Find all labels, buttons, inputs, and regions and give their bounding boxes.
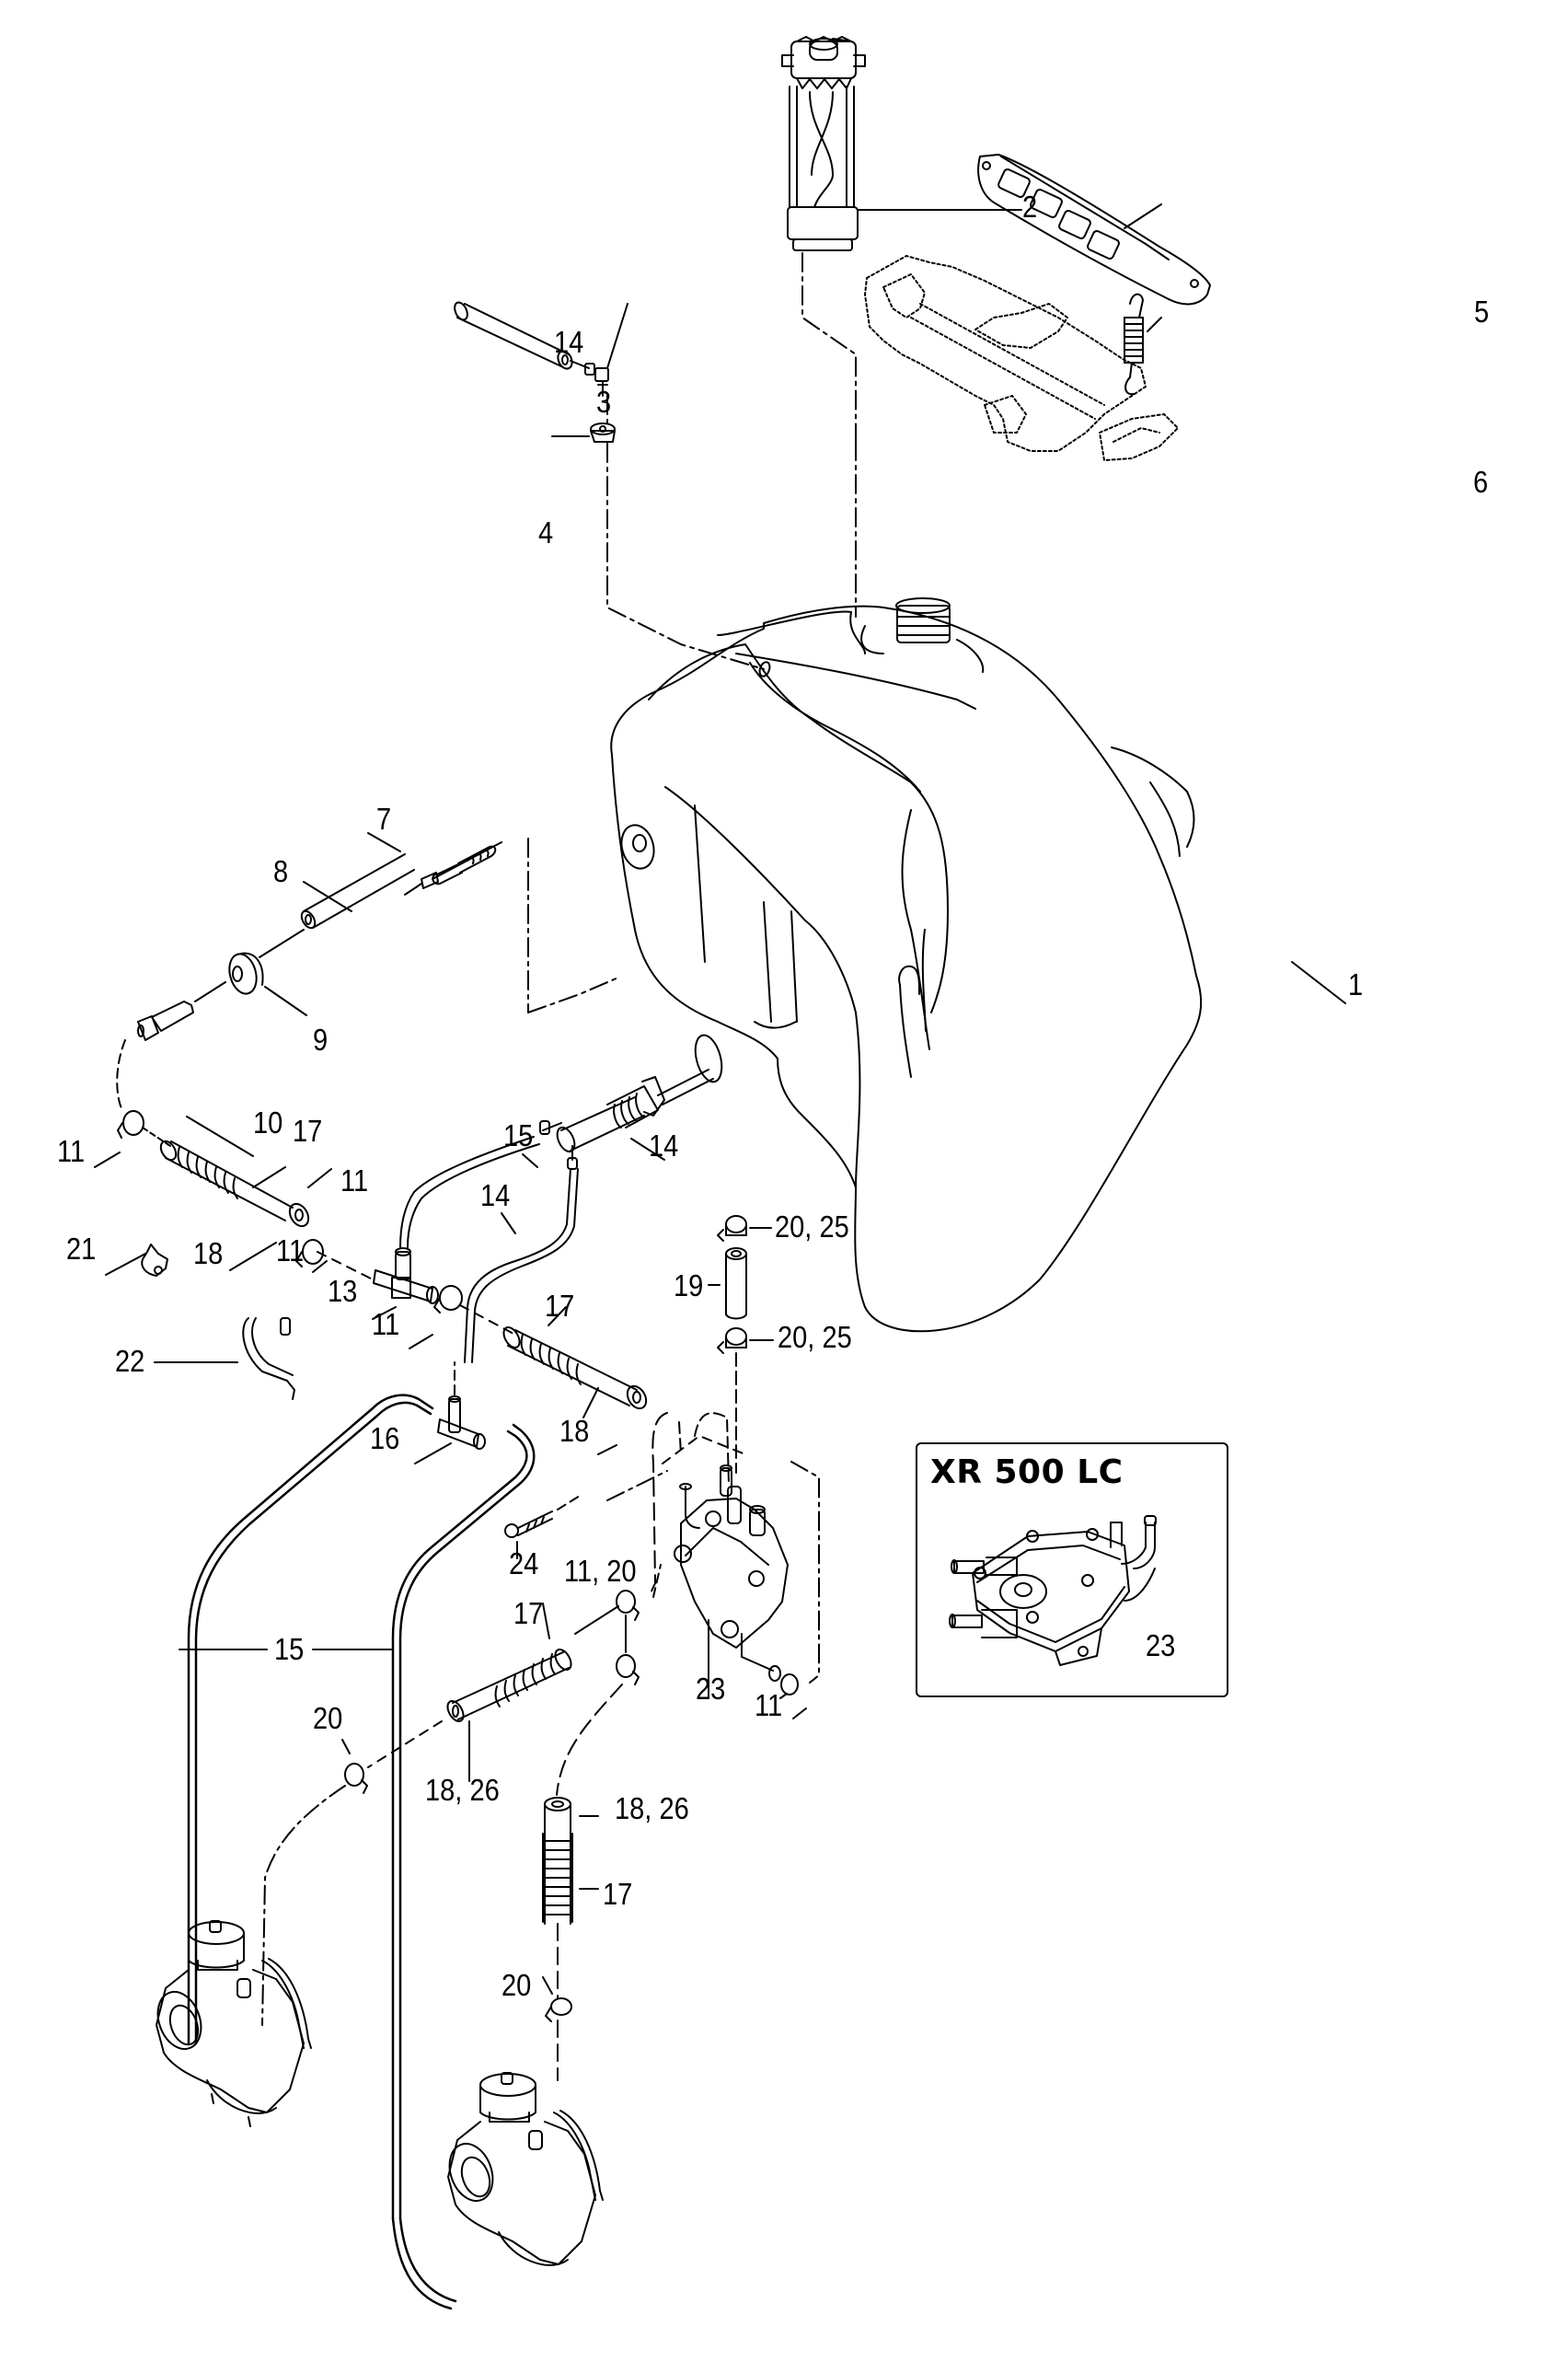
callout-17-lower: 17 xyxy=(513,1596,544,1630)
callout-7: 7 xyxy=(376,802,392,836)
callout-11-20: 11, 20 xyxy=(564,1554,637,1588)
callout-8: 8 xyxy=(273,854,289,888)
callout-10: 10 xyxy=(253,1105,283,1140)
primer-assembly xyxy=(539,1034,723,1170)
callout-20-lower: 20 xyxy=(313,1701,343,1735)
callout-12: 13 xyxy=(328,1274,358,1308)
callout-6: 6 xyxy=(1473,465,1489,499)
callout-19: 19 xyxy=(674,1268,704,1302)
callout-11-left: 11 xyxy=(57,1134,86,1168)
callout-22: 22 xyxy=(115,1344,145,1378)
mid-hose-assembly xyxy=(295,1136,579,1363)
callout-11-clamp: 11 xyxy=(276,1233,305,1267)
callout-18-26-left: 18, 26 xyxy=(425,1773,500,1807)
tank-strap xyxy=(977,154,1211,306)
callout-11-mid: 11 xyxy=(340,1163,369,1198)
spring xyxy=(1124,293,1162,396)
left-hose-assembly xyxy=(117,1110,310,1228)
fuel-pump-variant xyxy=(949,1515,1157,1666)
callout-16: 16 xyxy=(370,1421,400,1455)
callout-11-pump: 11 xyxy=(755,1688,783,1722)
callout-14-long: 15 xyxy=(274,1632,305,1666)
model-variant-inset: XR 500 LC 23 xyxy=(916,1442,1228,1697)
callout-14-mid: 14 xyxy=(480,1178,511,1212)
callout-18-left: 18 xyxy=(193,1236,224,1270)
vent-hose-assembly xyxy=(454,301,765,670)
callout-1: 1 xyxy=(1348,967,1364,1001)
callout-4: 4 xyxy=(538,515,554,550)
impulse-hose-assembly xyxy=(708,1215,774,1474)
hose-support xyxy=(242,1317,295,1400)
inset-title: XR 500 LC xyxy=(930,1453,1124,1491)
callout-20-bottom: 20 xyxy=(502,1968,532,2002)
lower-hose-assembly xyxy=(261,1564,662,2026)
callout-20-25-top: 20, 25 xyxy=(775,1209,849,1244)
fuel-outlet-assembly xyxy=(116,838,619,1109)
chassis-frame-ghost xyxy=(864,255,1179,461)
callout-23-pump: 23 xyxy=(696,1672,726,1706)
long-fuel-hoses xyxy=(187,1394,536,2310)
fuel-gauge-cap xyxy=(781,36,1022,251)
hose-clip xyxy=(141,1244,168,1277)
callout-2: 2 xyxy=(1022,190,1038,224)
callout-13: 14 xyxy=(649,1128,679,1163)
callout-21: 21 xyxy=(66,1232,97,1266)
callout-24: 24 xyxy=(509,1546,539,1580)
callout-15: 15 xyxy=(503,1118,534,1152)
callout-20-25-bottom: 20, 25 xyxy=(778,1320,852,1354)
callout-17-mid: 17 xyxy=(545,1289,575,1323)
vertical-fuel-hose xyxy=(542,1797,599,2081)
fuel-tank xyxy=(610,597,1203,1333)
callout-17-vertical: 17 xyxy=(603,1877,633,1911)
callout-23-inset: 23 xyxy=(1146,1628,1176,1662)
fuel-pump xyxy=(606,1412,820,1699)
callout-9: 9 xyxy=(313,1023,329,1057)
callout-17-left: 17 xyxy=(293,1114,323,1148)
callout-leaders xyxy=(94,832,1346,1719)
carburetor-right xyxy=(447,2072,604,2266)
t-fitting xyxy=(437,1361,486,1450)
screw xyxy=(504,1495,581,1559)
callout-5: 5 xyxy=(1474,295,1490,329)
carburetor-left xyxy=(156,1920,312,2127)
callout-18-26-right: 18, 26 xyxy=(615,1791,689,1825)
callout-3: 3 xyxy=(596,385,612,419)
callout-14-vent: 14 xyxy=(554,325,584,359)
callout-18-mid: 18 xyxy=(559,1414,590,1448)
right-hose-assembly xyxy=(502,1306,648,1418)
leader-2-dashed xyxy=(801,252,857,443)
callout-11-t: 11 xyxy=(372,1307,400,1341)
